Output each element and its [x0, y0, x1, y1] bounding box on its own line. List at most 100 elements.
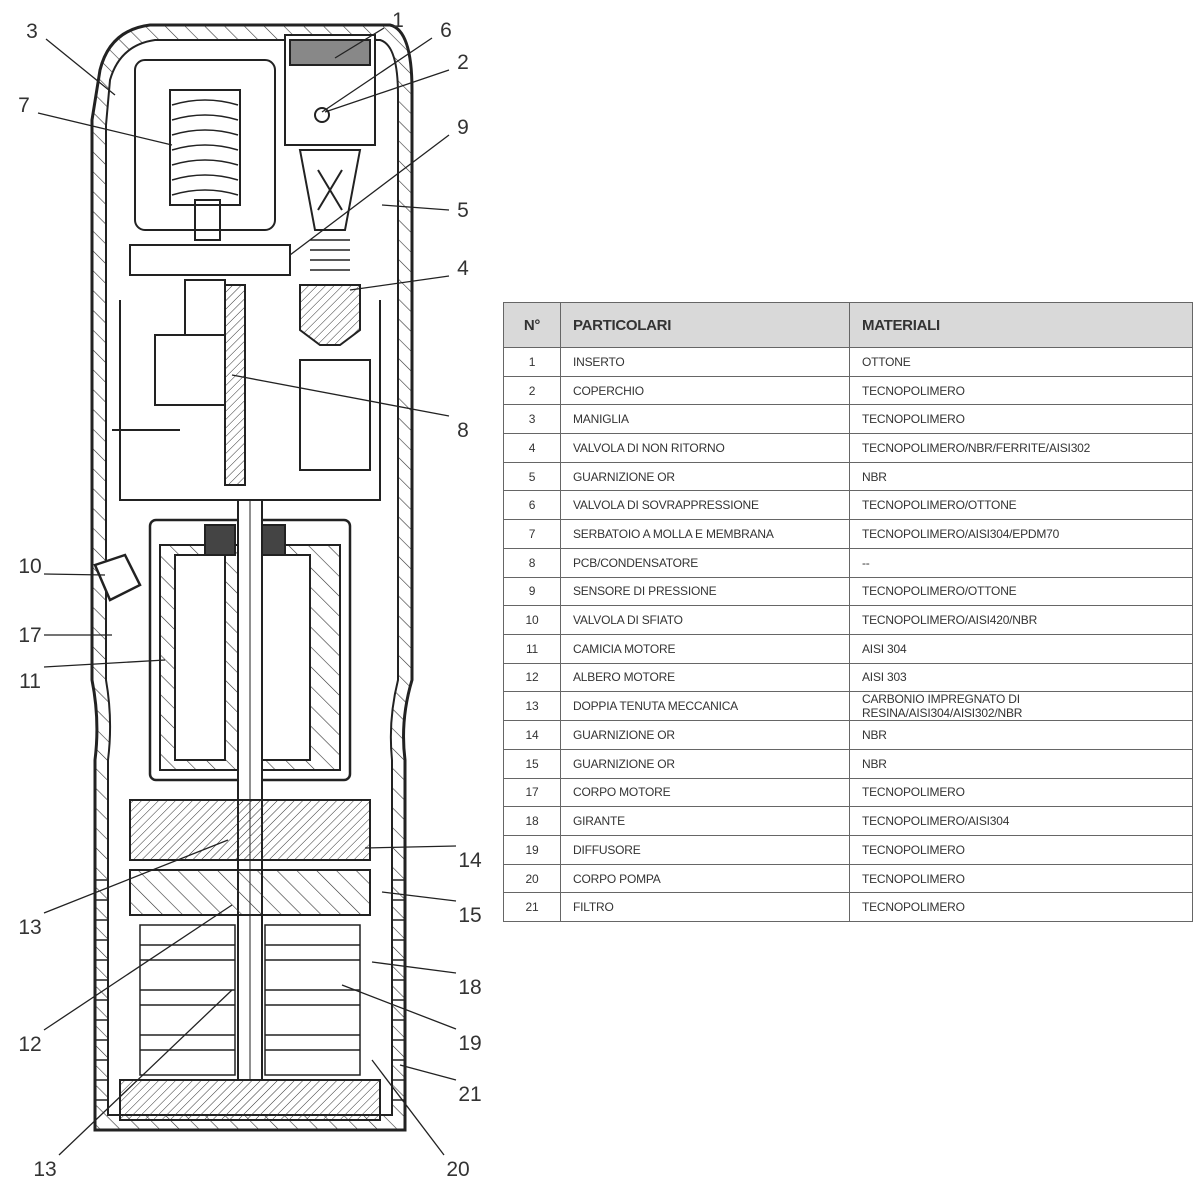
cell-number: 21 [503, 892, 561, 923]
cell-number: 11 [503, 633, 561, 664]
header-number: N° [503, 302, 561, 348]
cell-number: 15 [503, 748, 561, 779]
cell-number: 5 [503, 461, 561, 492]
leader-line [43, 839, 229, 914]
cell-material: TECNOPOLIMERO [849, 777, 1193, 808]
cell-part: INSERTO [560, 347, 850, 377]
cell-material: AISI 303 [849, 662, 1193, 693]
callout-label: 14 [458, 849, 482, 872]
callout-label: 12 [18, 1033, 41, 1056]
leader-line [371, 1059, 445, 1156]
callout-label: 2 [457, 51, 469, 74]
cell-number: 20 [503, 863, 561, 894]
cell-part: MANIGLIA [560, 404, 850, 435]
header-material: MATERIALI [849, 302, 1193, 348]
callout-label: 13 [18, 916, 41, 939]
cell-part: VALVOLA DI SFIATO [560, 605, 850, 635]
cell-material: NBR [849, 748, 1193, 779]
callout-label: 20 [446, 1158, 469, 1181]
cell-number: 19 [503, 835, 561, 865]
cell-part: CORPO MOTORE [560, 777, 850, 808]
header-part: PARTICOLARI [560, 302, 850, 348]
cell-material: TECNOPOLIMERO [849, 404, 1193, 435]
cell-number: 7 [503, 519, 561, 549]
cell-part: CORPO POMPA [560, 863, 850, 894]
callout-label: 11 [19, 670, 41, 693]
cell-part: VALVOLA DI NON RITORNO [560, 433, 850, 463]
cell-material: TECNOPOLIMERO/OTTONE [849, 490, 1193, 521]
cell-part: GUARNIZIONE OR [560, 461, 850, 492]
cell-material: TECNOPOLIMERO/AISI420/NBR [849, 605, 1193, 635]
leader-line [43, 573, 106, 576]
cell-material: TECNOPOLIMERO [849, 835, 1193, 865]
cell-number: 6 [503, 490, 561, 521]
cell-part: SENSORE DI PRESSIONE [560, 576, 850, 607]
callout-label: 6 [440, 19, 452, 42]
cell-material: AISI 304 [849, 633, 1193, 664]
cell-number: 18 [503, 806, 561, 836]
cell-part: CAMICIA MOTORE [560, 633, 850, 664]
cell-part: SERBATOIO A MOLLA E MEMBRANA [560, 519, 850, 549]
leader-line [399, 1064, 457, 1081]
cell-part: VALVOLA DI SOVRAPPRESSIONE [560, 490, 850, 521]
cell-part: COPERCHIO [560, 375, 850, 406]
cell-material: TECNOPOLIMERO [849, 863, 1193, 894]
cell-part: GUARNIZIONE OR [560, 748, 850, 779]
cell-material: TECNOPOLIMERO/OTTONE [849, 576, 1193, 607]
cell-part: PCB/CONDENSATORE [560, 547, 850, 578]
cell-number: 13 [503, 691, 561, 722]
callout-label: 7 [18, 94, 30, 117]
leader-line [381, 891, 457, 902]
cell-number: 4 [503, 433, 561, 463]
leader-line [43, 659, 166, 668]
table-header-row: N° PARTICOLARI MATERIALI [503, 302, 1193, 348]
cell-number: 9 [503, 576, 561, 607]
cell-number: 2 [503, 375, 561, 406]
cell-material: NBR [849, 461, 1193, 492]
pump-body [90, 23, 414, 1132]
cell-part: ALBERO MOTORE [560, 662, 850, 693]
callout-label: 3 [26, 20, 38, 43]
cell-material: NBR [849, 720, 1193, 750]
cell-part: DOPPIA TENUTA MECCANICA [560, 691, 850, 722]
leader-line [364, 845, 457, 849]
callout-label: 1 [392, 9, 404, 32]
callout-label: 9 [457, 116, 469, 139]
cell-material: -- [849, 547, 1193, 578]
leader-line [371, 961, 457, 974]
callout-label: 17 [18, 624, 41, 647]
leader-line [324, 69, 450, 113]
callout-label: 8 [457, 419, 469, 442]
cell-part: FILTRO [560, 892, 850, 923]
cell-material: TECNOPOLIMERO/AISI304/EPDM70 [849, 519, 1193, 549]
callout-label: 5 [457, 199, 469, 222]
leader-line [58, 989, 233, 1156]
callout-label: 21 [458, 1083, 481, 1106]
cell-number: 10 [503, 605, 561, 635]
callout-label: 19 [458, 1032, 481, 1055]
cell-material: TECNOPOLIMERO [849, 375, 1193, 406]
cell-part: DIFFUSORE [560, 835, 850, 865]
callout-label: 13 [33, 1158, 56, 1181]
leader-line [321, 37, 433, 113]
leader-line [43, 904, 233, 1031]
cell-material: TECNOPOLIMERO/NBR/FERRITE/AISI302 [849, 433, 1193, 463]
cell-number: 3 [503, 404, 561, 435]
callout-label: 15 [458, 904, 481, 927]
cell-material: TECNOPOLIMERO/AISI304 [849, 806, 1193, 836]
